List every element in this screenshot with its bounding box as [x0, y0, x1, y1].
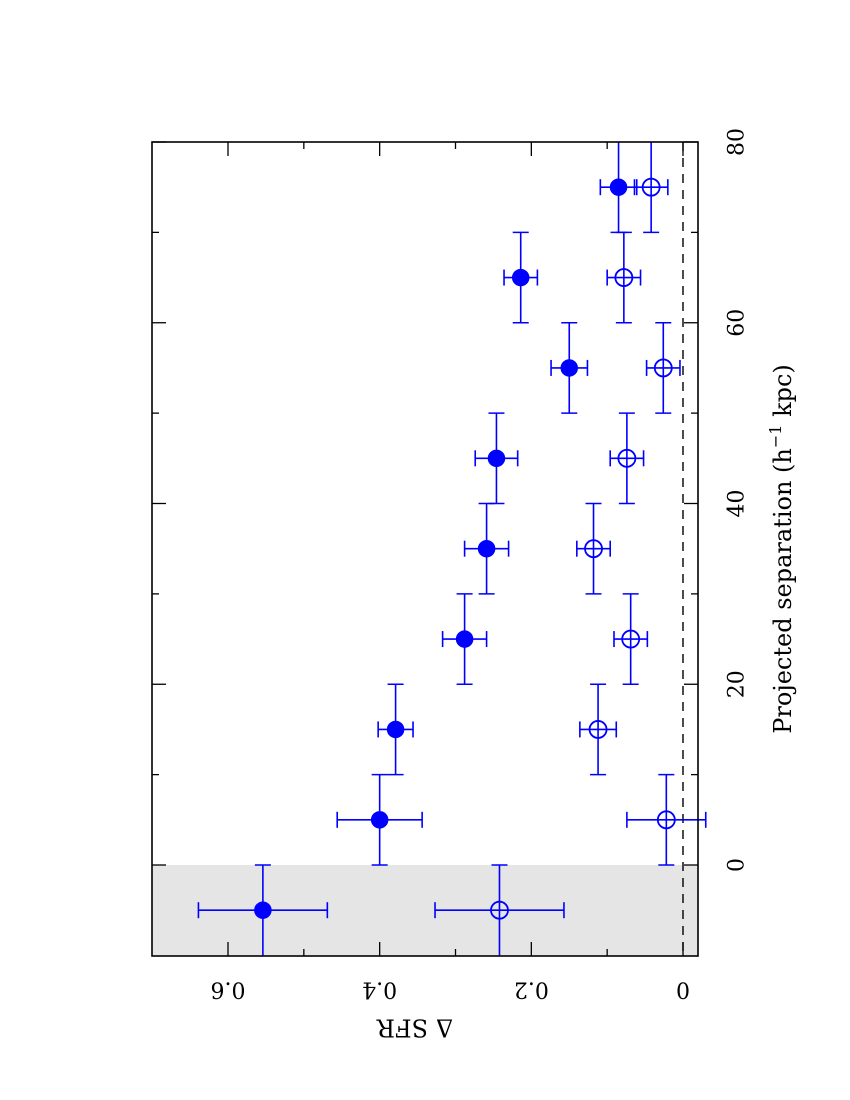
open-circle-marker: [653, 358, 673, 378]
open-circle-marker: [617, 448, 637, 468]
data-point: [606, 231, 642, 324]
data-point: [576, 502, 612, 595]
data-point: [550, 321, 589, 414]
filled-circle-marker: [254, 901, 272, 919]
x-tick-label: 40: [725, 490, 750, 518]
series-open: [434, 142, 707, 956]
data-point: [474, 412, 519, 505]
data-point: [599, 142, 638, 234]
data-point: [645, 321, 681, 414]
x-tick-label: 20: [725, 670, 750, 698]
data-point: [609, 412, 645, 505]
open-circle-marker: [584, 539, 603, 559]
data-point: [633, 142, 669, 234]
x-tick-label: 0: [725, 858, 750, 872]
open-circle-marker: [614, 268, 634, 287]
open-circle-marker: [621, 629, 641, 649]
x-axis-title-main: Projected separation (h: [769, 448, 797, 734]
data-series: [197, 142, 707, 956]
svg-text:Δ SFR: Δ SFR: [376, 1014, 453, 1042]
data-point: [434, 864, 565, 956]
filled-circle-marker: [370, 811, 389, 829]
x-axis-title: Projected separation (h−1 kpc): [766, 364, 797, 734]
filled-circle-marker: [560, 359, 578, 377]
data-point: [441, 593, 488, 686]
data-point: [626, 773, 707, 866]
data-point: [613, 593, 649, 686]
y-tick-label: 0: [676, 976, 690, 1001]
plot-frame: [151, 141, 699, 957]
x-axis-title-superscript: −1: [766, 425, 785, 449]
data-point: [336, 773, 423, 866]
filled-circle-marker: [511, 268, 530, 287]
svg-text:Projected separation (h−1 kpc): Projected separation (h−1 kpc): [766, 364, 797, 734]
axis-ticks: [152, 141, 698, 956]
y-axis-title: Δ SFR: [376, 1014, 453, 1042]
filled-circle-marker: [477, 539, 496, 558]
x-tick-label: 60: [725, 309, 750, 337]
x-tick-label: 80: [725, 128, 750, 156]
data-point: [463, 502, 510, 595]
data-point: [579, 683, 618, 776]
data-point: [377, 683, 414, 776]
open-circle-marker: [490, 900, 509, 920]
y-tick-label: 0.6: [211, 976, 246, 1001]
data-point: [197, 864, 329, 956]
filled-circle-marker: [386, 720, 405, 739]
y-tick-label: 0.2: [514, 976, 549, 1001]
open-circle-marker: [588, 720, 608, 739]
filled-circle-marker: [487, 449, 506, 468]
filled-circle-marker: [609, 178, 628, 196]
y-tick-label: 0.4: [362, 976, 397, 1001]
axis-tick-labels: 0 20 40 60 80 0 0.2 0.4 0.6: [211, 128, 750, 1001]
x-axis-title-tail: kpc): [769, 364, 797, 424]
open-circle-marker: [641, 177, 661, 197]
data-point: [503, 231, 539, 324]
filled-circle-marker: [455, 630, 474, 648]
open-circle-marker: [656, 810, 676, 830]
series-filled: [197, 142, 638, 956]
